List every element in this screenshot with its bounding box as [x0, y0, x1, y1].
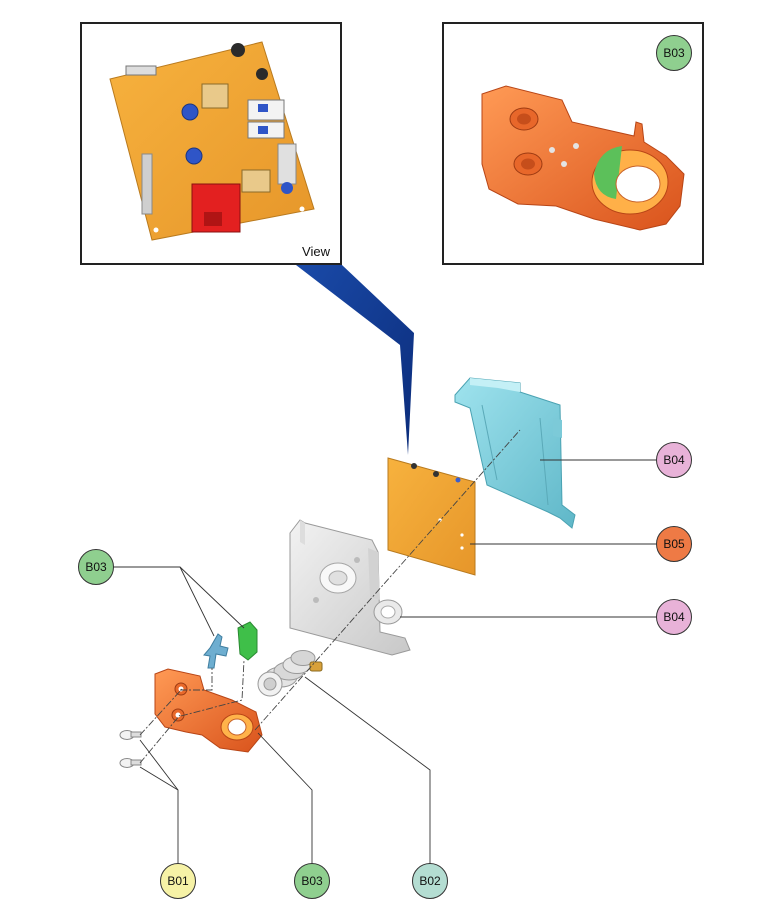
leader-lines	[113, 459, 658, 865]
circuit-board-illustration	[109, 41, 315, 241]
bracket-illustration	[481, 85, 685, 231]
cyan-cover-part	[454, 377, 576, 529]
blue-latch-part	[203, 633, 229, 669]
orange-bracket-part	[154, 668, 263, 753]
callout-b03-bracket: B03	[294, 863, 330, 899]
callout-b03-latches: B03	[78, 549, 114, 585]
callout-b03-inset: B03	[656, 35, 692, 71]
spring-coupling-part	[257, 650, 323, 697]
chassis-frame-part	[289, 519, 411, 656]
view-label: View	[302, 244, 330, 259]
callout-b01-screws: B01	[160, 863, 196, 899]
view-projection-wedge	[296, 265, 414, 455]
circuit-board-part	[387, 457, 476, 576]
green-slide-part	[237, 621, 258, 661]
callout-b05-board: B05	[656, 526, 692, 562]
callout-b04-cover: B04	[656, 442, 692, 478]
assembly-axes	[139, 429, 521, 764]
circuit-board-view-inset: View	[80, 22, 342, 265]
callout-b04-chassis: B04	[656, 599, 692, 635]
screws-part	[119, 730, 142, 768]
callout-b02-spring: B02	[412, 863, 448, 899]
